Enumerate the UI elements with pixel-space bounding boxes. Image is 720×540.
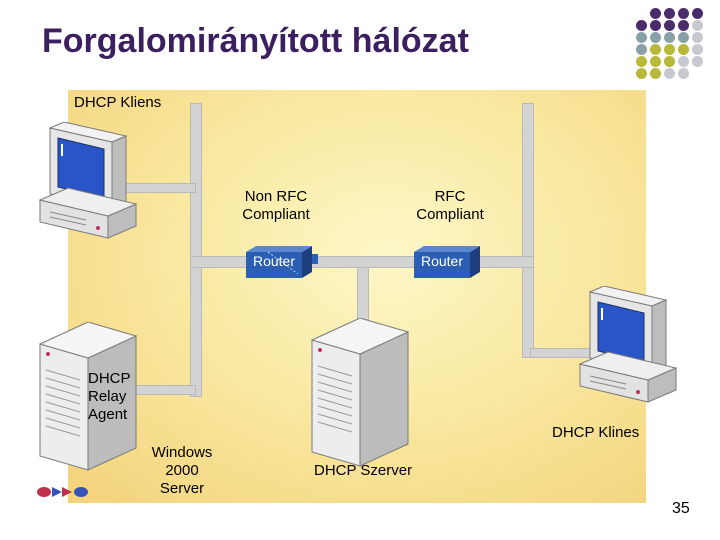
decorative-dot (692, 56, 703, 67)
router-icon: Router (246, 246, 320, 278)
network-pipe-left (190, 103, 202, 397)
decorative-dot (636, 44, 647, 55)
decorative-dot (678, 20, 689, 31)
decorative-dot (664, 32, 675, 43)
windows-line1: Windows (151, 444, 213, 461)
windows-line2: 2000 (165, 462, 199, 479)
network-pipe-right (522, 103, 534, 358)
decorative-dot (678, 8, 689, 19)
decorative-dot (636, 68, 647, 79)
decorative-dot (692, 20, 703, 31)
decorative-dot (650, 56, 661, 67)
decorative-dot (678, 56, 689, 67)
decorative-dot (678, 44, 689, 55)
client-computer-icon (38, 122, 138, 239)
dhcp-kliens-top-label: DHCP Kliens (74, 94, 162, 111)
decorative-dot (636, 20, 647, 31)
decorative-dot (636, 56, 647, 67)
server-tower-icon (38, 322, 138, 471)
server-tower-icon (310, 318, 410, 467)
decorative-dot (650, 20, 661, 31)
decorative-dot (650, 68, 661, 79)
rfc-line1: RFC (434, 188, 466, 205)
decorative-dot (650, 32, 661, 43)
relay-agent-label: DHCP Relay Agent (88, 370, 131, 424)
decorative-dot (692, 32, 703, 43)
relay-line1: DHCP (88, 370, 131, 387)
router-label: Router (252, 253, 296, 269)
router-icon: Router (410, 246, 484, 278)
decorative-dot (678, 68, 689, 79)
decorative-dot (678, 32, 689, 43)
logo-icon (37, 487, 88, 497)
dhcp-klines-label: DHCP Klines (552, 424, 640, 441)
rfc-line2: Compliant (416, 206, 484, 223)
decorative-dot (636, 32, 647, 43)
decorative-dot (650, 8, 661, 19)
rfc-compliant-label: RFC Compliant (396, 188, 504, 224)
dhcp-szerver-label: DHCP Szerver (314, 462, 413, 479)
windows-line3: Server (159, 480, 205, 497)
decorative-dot (664, 8, 675, 19)
decorative-dot (664, 20, 675, 31)
decorative-dot (664, 68, 675, 79)
decorative-dot (664, 44, 675, 55)
decorative-dot (664, 56, 675, 67)
non-rfc-line1: Non RFC (244, 188, 308, 205)
non-rfc-line2: Compliant (242, 206, 310, 223)
non-rfc-compliant-label: Non RFC Compliant (222, 188, 330, 224)
client-computer-icon (578, 286, 678, 403)
router-label: Router (420, 253, 464, 269)
decorative-dot (650, 44, 661, 55)
decorative-dot (692, 44, 703, 55)
relay-line3: Agent (88, 406, 128, 423)
windows-server-label: Windows 2000 Server (140, 444, 224, 498)
page-title: Forgalomirányított hálózat (42, 22, 469, 60)
relay-line2: Relay (88, 388, 127, 405)
page-number: 35 (672, 500, 690, 517)
decorative-dot (692, 8, 703, 19)
